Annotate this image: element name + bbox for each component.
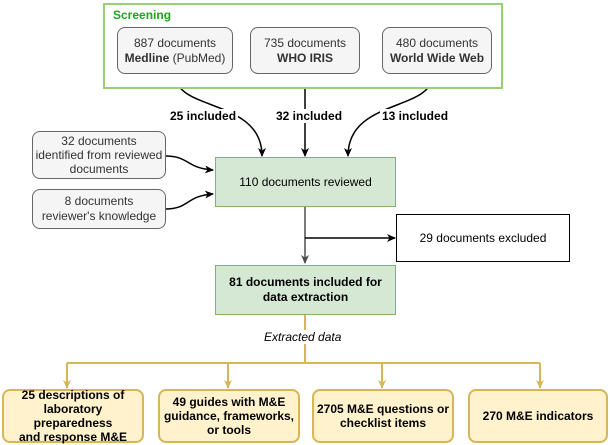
identified-line1: 32 documents: [61, 134, 137, 148]
www-count: 480 documents: [395, 35, 479, 50]
documents-excluded-box: 29 documents excluded: [396, 214, 570, 262]
who-iris-count: 735 documents: [263, 35, 347, 50]
documents-reviewed-text: 110 documents reviewed: [239, 174, 372, 189]
output-questions: 2705 M&E questions or checklist items: [312, 389, 454, 443]
medline-name: Medline: [124, 50, 170, 65]
who-iris-name: WHO IRIS: [277, 50, 333, 65]
output-lab-descriptions: 25 descriptions of laboratory preparedne…: [2, 388, 144, 444]
output-2-line3: or tools: [207, 423, 251, 437]
output-2-line1: 49 guides with M&E: [172, 395, 286, 409]
www-source-box: 480 documents World Wide Web: [382, 27, 492, 74]
medline-source-box: 887 documents Medline (PubMed): [117, 27, 233, 74]
output-indicators: 270 M&E indicators: [468, 389, 608, 443]
who-included-label: 32 included: [274, 109, 345, 123]
www-name: World Wide Web: [389, 50, 485, 65]
output-3-line1: 2705 M&E questions or: [316, 402, 450, 416]
identified-line3: documents: [69, 162, 129, 176]
included-line1: 81 documents included for: [229, 275, 382, 289]
documents-reviewed-box: 110 documents reviewed: [215, 157, 396, 207]
screening-title: Screening: [113, 8, 172, 22]
documents-included-box: 81 documents included for data extractio…: [215, 265, 396, 315]
output-1-line1: 25 descriptions of: [21, 388, 125, 402]
reviewer-knowledge-box: 8 documents reviewer's knowledge: [32, 189, 166, 229]
who-iris-source-box: 735 documents WHO IRIS: [250, 27, 360, 74]
output-2-line2: guidance, frameworks,: [163, 409, 295, 423]
knowledge-to-reviewed-arrow: [164, 190, 214, 210]
output-3-line2: checklist items: [339, 416, 427, 430]
medline-count: 887 documents: [133, 35, 217, 50]
extracted-data-label: Extracted data: [261, 330, 345, 344]
medline-suffix: (PubMed): [169, 50, 226, 65]
output-4-line1: 270 M&E indicators: [482, 408, 594, 423]
identified-documents-box: 32 documents identified from reviewed do…: [32, 131, 166, 179]
knowledge-line2: reviewer's knowledge: [41, 209, 157, 223]
documents-excluded-text: 29 documents excluded: [419, 230, 547, 245]
included-line2: data extraction: [262, 290, 349, 304]
identified-to-reviewed-arrow: [164, 155, 214, 174]
output-guides: 49 guides with M&E guidance, frameworks,…: [158, 389, 300, 443]
www-included-label: 13 included: [380, 109, 451, 123]
knowledge-line1: 8 documents: [64, 194, 134, 208]
identified-line2: identified from reviewed: [35, 148, 163, 162]
output-1-line3: and response M&E: [18, 430, 128, 444]
medline-included-label: 25 included: [168, 109, 239, 123]
output-1-line2: laboratory preparedness: [33, 402, 113, 430]
